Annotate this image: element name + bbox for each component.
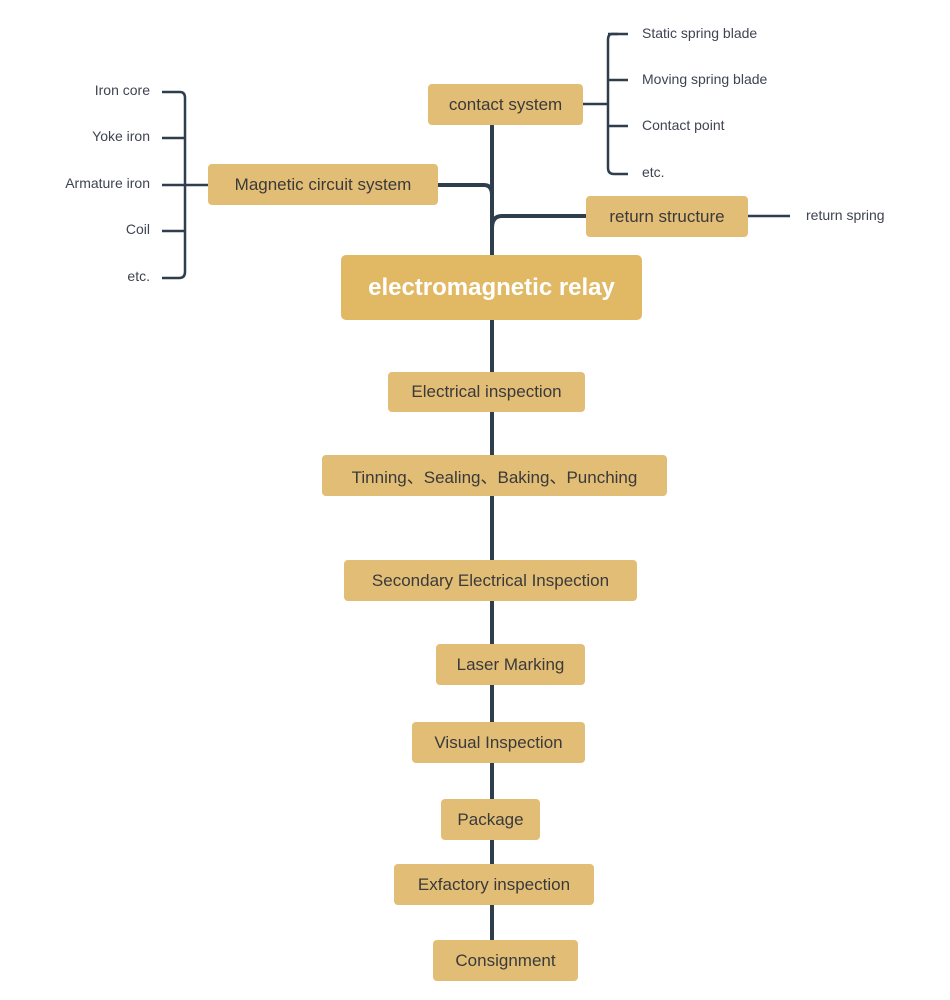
leaf-label: Moving spring blade [642, 71, 768, 87]
node-magnetic-circuit-system[interactable]: Magnetic circuit system [208, 164, 438, 205]
return-connector [490, 214, 588, 230]
step-label: Exfactory inspection [417, 874, 571, 894]
step-label: Electrical inspection [411, 382, 562, 401]
step-label: Consignment [455, 950, 556, 970]
leaf-armature-iron[interactable]: Armature iron [65, 175, 150, 191]
node-contact-system[interactable]: contact system [428, 84, 583, 125]
leaf-label: Armature iron [65, 175, 150, 191]
root-node-electromagnetic-relay[interactable]: electromagnetic relay [341, 255, 642, 320]
leaf-label: etc. [642, 164, 665, 180]
leaf-label: return spring [806, 207, 885, 223]
leaf-label: Static spring blade [642, 25, 758, 41]
leaf-iron-core[interactable]: Iron core [95, 82, 150, 98]
leaf-label: Iron core [94, 82, 150, 98]
leaf-label: Yoke iron [92, 128, 150, 144]
return-structure-label: return structure [609, 206, 725, 226]
step-tinning-sealing-baking-punching[interactable]: Tinning、Sealing、Baking、Punching [322, 455, 667, 496]
step-label: Secondary Electrical Inspection [371, 570, 610, 590]
step-exfactory-inspection[interactable]: Exfactory inspection [394, 864, 594, 905]
step-laser-marking[interactable]: Laser Marking [436, 644, 585, 685]
leaf-coil[interactable]: Coil [126, 221, 150, 237]
leaf-label: Coil [125, 221, 150, 237]
contact-bracket [606, 32, 628, 176]
leaf-contact-point[interactable]: Contact point [642, 117, 725, 133]
step-label: Package [457, 809, 524, 829]
leaf-static-spring-blade[interactable]: Static spring blade [642, 25, 757, 41]
magnetic-circuit-label: Magnetic circuit system [234, 174, 412, 194]
root-label: electromagnetic relay [368, 273, 615, 301]
leaf-return-spring[interactable]: return spring [806, 207, 885, 223]
leaf-moving-spring-blade[interactable]: Moving spring blade [642, 71, 767, 87]
step-secondary-electrical-inspection[interactable]: Secondary Electrical Inspection [344, 560, 637, 601]
step-label: Tinning、Sealing、Baking、Punching [351, 468, 638, 487]
contact-system-label: contact system [448, 94, 563, 114]
leaf-yoke-iron[interactable]: Yoke iron [92, 128, 150, 144]
step-package[interactable]: Package [441, 799, 540, 840]
leaf-contact-etc[interactable]: etc. [642, 164, 665, 180]
step-label: Laser Marking [456, 654, 565, 674]
leaf-magnetic-etc[interactable]: etc. [127, 268, 150, 284]
leaf-label: Contact point [642, 117, 725, 133]
node-return-structure[interactable]: return structure [586, 196, 748, 237]
step-electrical-inspection[interactable]: Electrical inspection [388, 372, 585, 412]
magnetic-connector [436, 183, 494, 197]
step-consignment[interactable]: Consignment [433, 940, 578, 981]
step-visual-inspection[interactable]: Visual Inspection [412, 722, 585, 763]
step-label: Visual Inspection [434, 732, 563, 752]
leaf-label: etc. [127, 268, 150, 284]
